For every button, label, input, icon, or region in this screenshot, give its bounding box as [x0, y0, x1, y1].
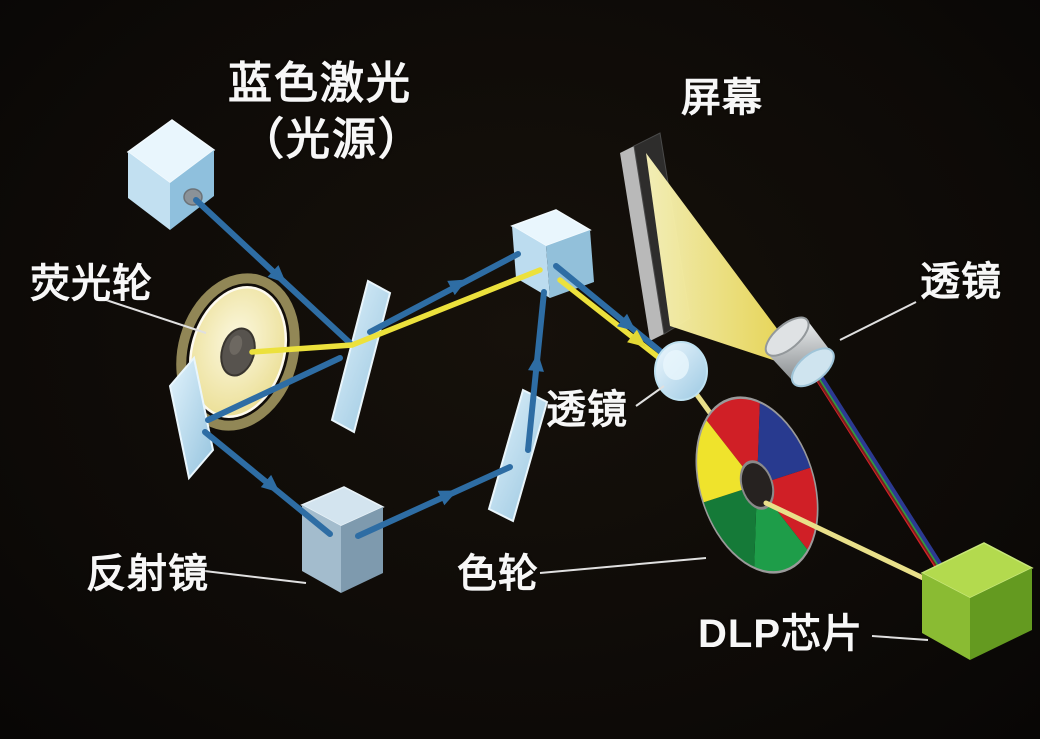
label-color-wheel: 色轮: [457, 552, 539, 596]
beam-blue-plate1-to-splitter: [367, 251, 521, 335]
label-mirror: 反射镜: [86, 552, 209, 596]
dichroic-plate-1: [330, 279, 392, 434]
beam-path-blue: [193, 197, 669, 539]
arrow-blue-2: [260, 474, 280, 493]
ray-blue: [815, 368, 960, 594]
beam-yellow-colorwheel-to-chip: [763, 500, 945, 590]
arrow-blue-3: [437, 490, 458, 506]
rgb-ray-bundle: [795, 345, 960, 594]
beam-blue-plate1-to-mirror: [205, 355, 343, 423]
laser-cube: [126, 119, 216, 230]
connector-color-wheel: [539, 557, 707, 574]
label-connectors: [105, 299, 929, 641]
laser-cube-front: [128, 152, 170, 230]
color-wheel-segment-upper-right: [757, 402, 811, 485]
color-wheel-rim: [695, 396, 819, 574]
beam-yellow-wheel-to-splitter: [249, 267, 543, 355]
arrow-blue-4: [528, 353, 544, 372]
label-screen: 屏幕: [681, 76, 763, 120]
phosphor-wheel: [176, 273, 300, 431]
color-wheel-hub: [739, 460, 775, 510]
reflector-cube-front: [302, 505, 341, 593]
projection-light-cone: [646, 153, 800, 369]
label-laser-source-line1: 蓝色激光: [228, 59, 412, 108]
label-phosphor-wheel: 荧光轮: [30, 262, 153, 306]
beam-yellow-splitter-to-lens: [557, 277, 675, 371]
phosphor-wheel-hub-highlight: [229, 335, 243, 355]
projection-lens: [764, 316, 835, 388]
dlp-chip-side: [970, 568, 1032, 660]
color-wheel: [695, 396, 819, 574]
condenser-lens-highlight: [663, 350, 689, 380]
screen-edge: [620, 146, 664, 341]
phosphor-wheel-glow: [176, 273, 300, 431]
condenser-lens: [654, 341, 708, 401]
arrow-blue-5: [447, 279, 467, 296]
label-laser-source-line2: （光源）: [240, 115, 424, 164]
arrow-blue-6: [616, 313, 636, 332]
beam-blue-reflector-to-plate2: [355, 464, 513, 539]
connector-mirror: [195, 569, 307, 584]
projection-lens-back-cap: [764, 316, 810, 357]
relay-plate-2: [487, 388, 549, 523]
connector-dlp-chip: [871, 635, 929, 641]
connector-lens-right: [839, 301, 917, 341]
beam-arrows: [260, 265, 647, 506]
connector-phosphor-wheel: [105, 299, 207, 334]
dlp-chip-front: [922, 573, 970, 660]
fold-mirror-small: [168, 355, 215, 481]
beam-blue-splitter-to-lens: [553, 263, 669, 359]
label-lens-center: 透镜: [546, 388, 628, 432]
connector-lens-center: [635, 385, 665, 407]
arrow-blue-1: [267, 265, 287, 284]
projection-lens-body: [767, 319, 832, 383]
dlp-chip: [920, 542, 1034, 660]
label-lens-right: 透镜: [920, 260, 1002, 304]
color-wheel-segment-lower-left: [703, 485, 757, 568]
reflector-cube: [300, 486, 385, 593]
label-dlp-chip: DLP芯片: [698, 612, 863, 656]
arrow-yellow-1: [627, 329, 647, 348]
projection-lens-front-glass: [790, 347, 835, 388]
